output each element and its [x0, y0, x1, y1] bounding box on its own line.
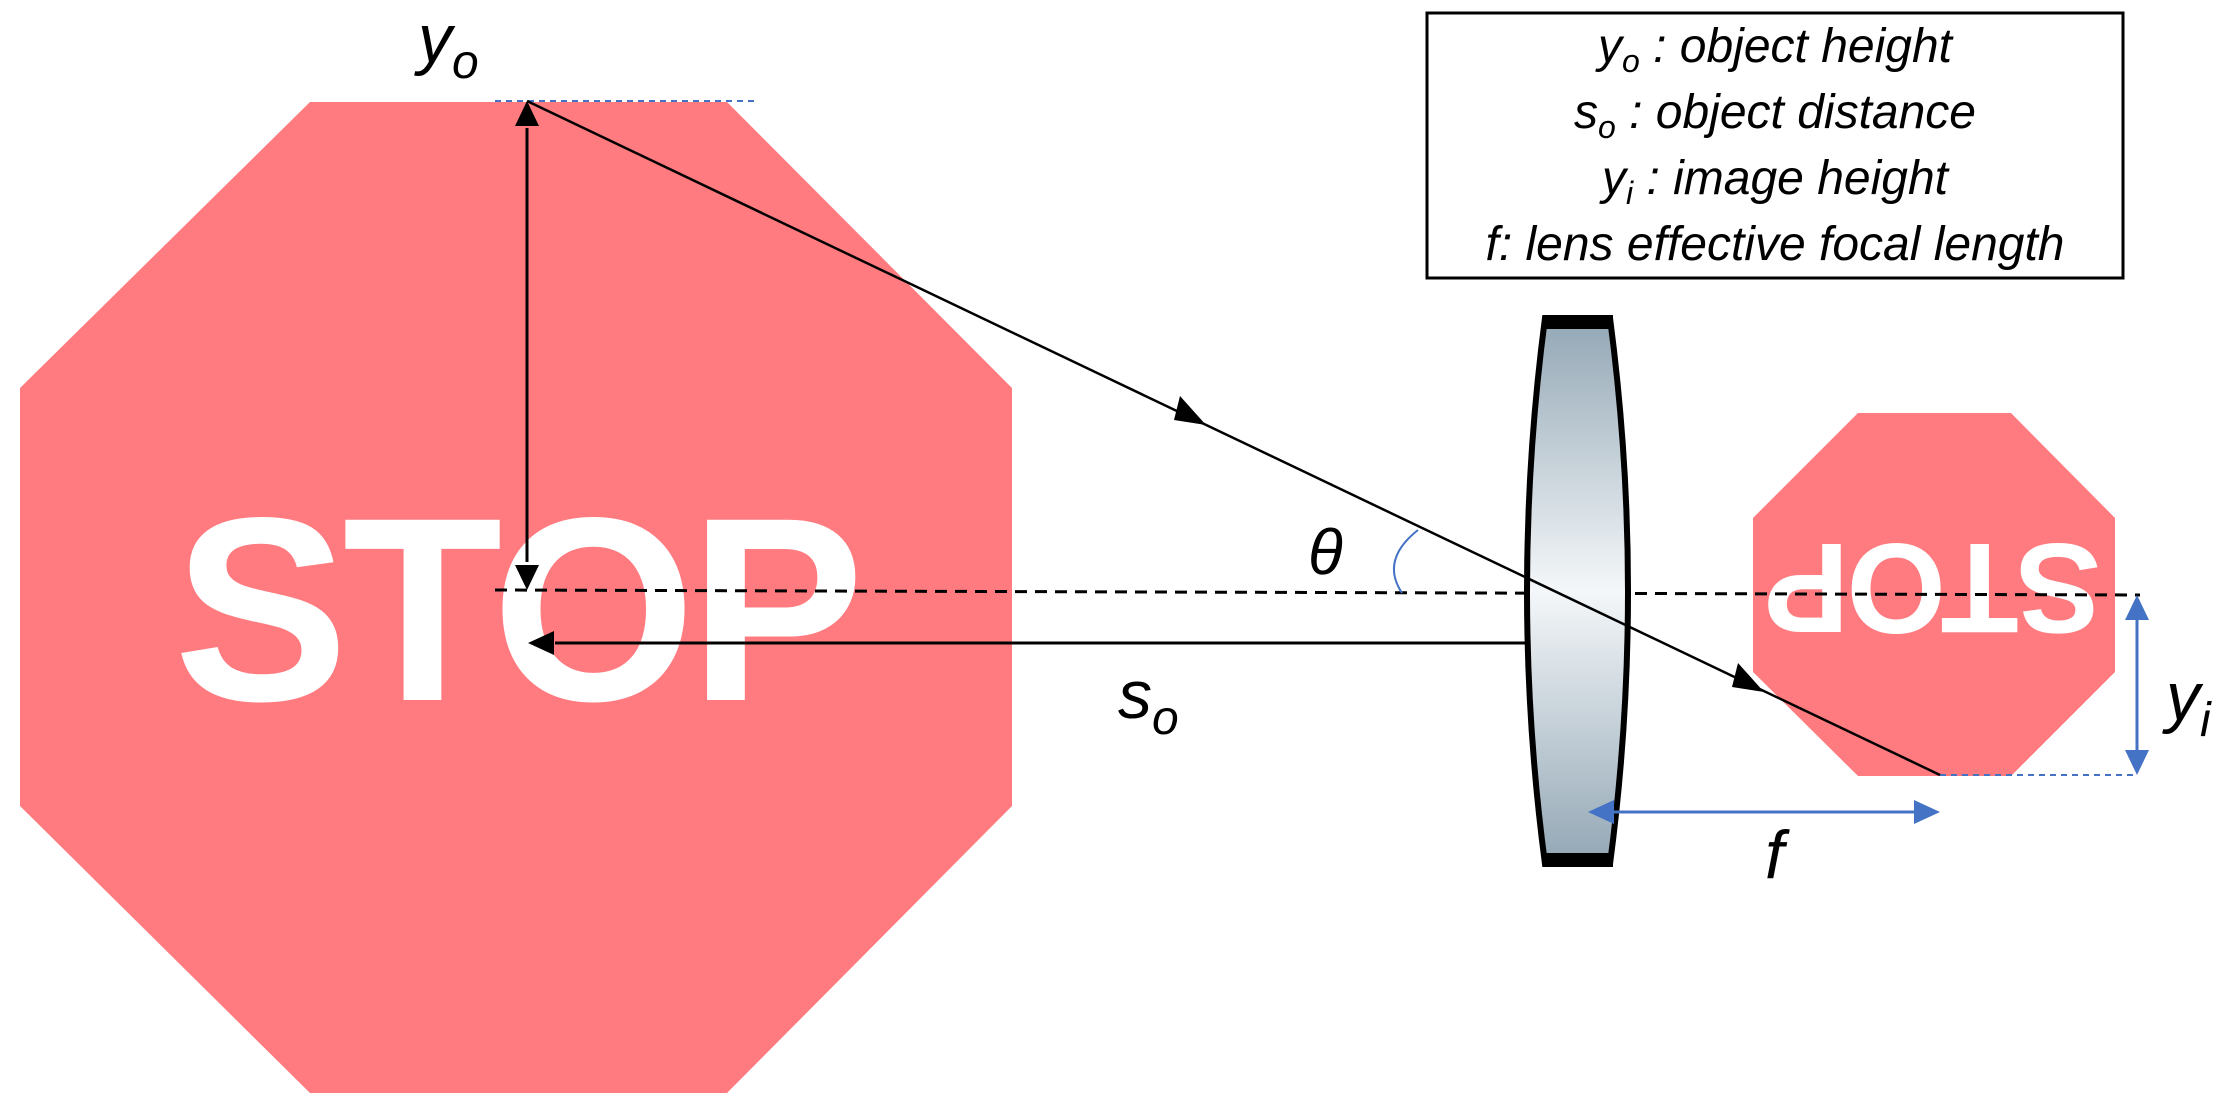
- ray-direction-arrowhead-1: [1174, 396, 1206, 425]
- theta-angle-arc: [1393, 529, 1419, 594]
- image-height-arrowhead-top: [2125, 595, 2149, 620]
- legend-item-image-height: yi : image height: [1599, 152, 1950, 211]
- legend-item-focal-length: f: lens effective focal length: [1485, 218, 2064, 271]
- image-stop-sign: [1753, 413, 2115, 776]
- object-stop-sign: [20, 102, 1012, 1093]
- chief-ray: [526, 99, 1941, 777]
- legend-item-object-height: yo : object height: [1595, 20, 1954, 79]
- image-height-arrowhead-bottom: [2125, 750, 2149, 775]
- optical-axis: [494, 588, 2141, 597]
- image-stop-text: STOP: [1767, 516, 2101, 659]
- legend-item-object-distance: so : object distance: [1574, 86, 1976, 145]
- object-height-arrowhead-top: [515, 101, 539, 126]
- image-height-label: yi: [2162, 659, 2212, 747]
- focal-length-arrowhead-left: [1588, 800, 1614, 824]
- object-distance-arrowhead-left: [528, 631, 554, 655]
- theta-label: θ: [1308, 516, 1343, 588]
- object-distance-label: so: [1118, 657, 1179, 745]
- focal-length-label: f: [1765, 817, 1790, 893]
- lens-bottom-cap: [1543, 853, 1613, 867]
- focal-length-arrowhead-right: [1914, 800, 1940, 824]
- ray-direction-arrowhead-2: [1732, 663, 1764, 692]
- lens: [1524, 315, 1631, 867]
- object-stop-text: STOP: [174, 463, 859, 756]
- object-height-label: yo: [414, 1, 479, 89]
- lens-top-cap: [1543, 315, 1613, 329]
- legend-box: [1425, 11, 2125, 280]
- object-height-arrowhead-bottom: [515, 565, 539, 590]
